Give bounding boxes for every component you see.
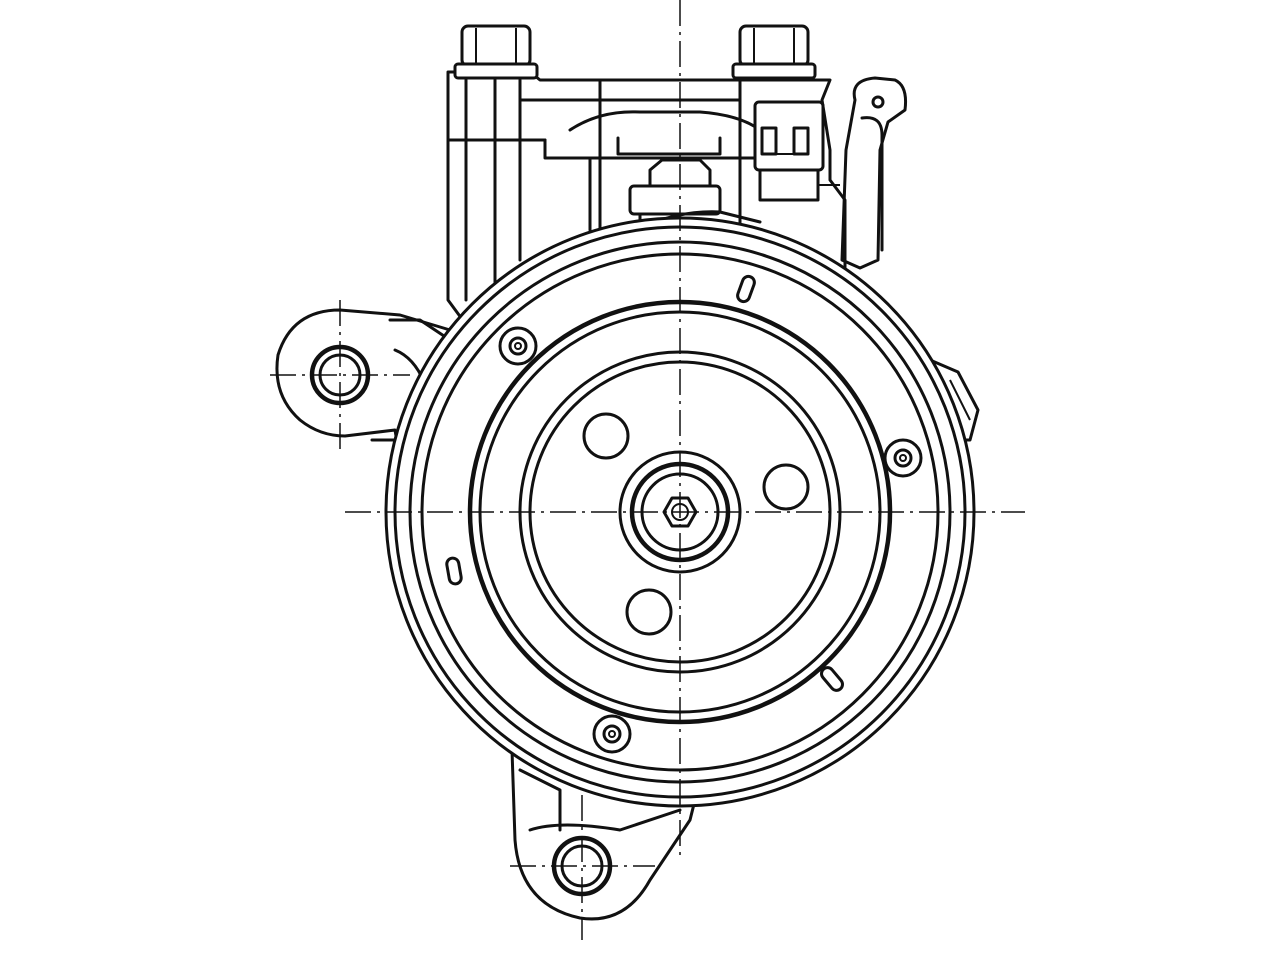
wire-harness — [840, 76, 907, 270]
electrical-connector — [753, 100, 840, 202]
top-right-bolt — [731, 24, 817, 80]
pulley-rim-slots — [445, 274, 844, 692]
clutch-rivet-top-left — [498, 326, 538, 366]
centerlines — [270, 0, 1025, 940]
clutch-rivet-bottom — [592, 714, 632, 754]
armature-holes — [582, 412, 810, 636]
clutch-rivet-right — [883, 438, 923, 478]
top-left-bolt — [453, 24, 539, 80]
